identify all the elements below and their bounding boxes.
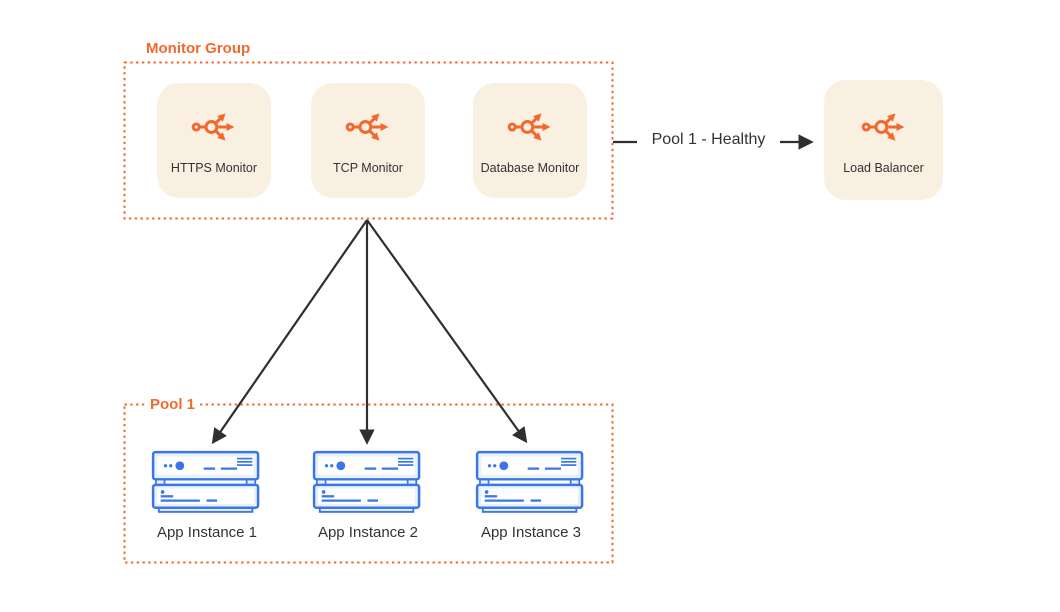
monitor-group-title: Monitor Group: [146, 40, 251, 57]
node-label: App Instance 2: [317, 524, 419, 541]
node-app-instance-3: App Instance 3: [451, 450, 611, 541]
edge-monitorgroup-to-instance3: [366, 219, 528, 444]
node-database-monitor: Database Monitor: [473, 83, 587, 198]
monitor-group-border: [123, 61, 614, 220]
load-balancer-icon: [345, 106, 391, 148]
node-app-instance-2: App Instance 2: [288, 450, 448, 541]
node-label: App Instance 1: [156, 524, 258, 541]
node-app-instance-1: App Instance 1: [127, 450, 287, 541]
node-label: TCP Monitor: [333, 161, 403, 175]
node-label: Database Monitor: [480, 161, 580, 175]
server-icon: [150, 450, 265, 513]
node-https-monitor: HTTPS Monitor: [157, 83, 271, 198]
load-balancer-icon: [507, 106, 553, 148]
node-label: HTTPS Monitor: [170, 161, 258, 175]
load-balancer-icon: [861, 106, 907, 148]
load-balancer-icon: [191, 106, 237, 148]
pool-group-title: Pool 1: [145, 396, 201, 413]
node-load-balancer: Load Balancer: [824, 80, 943, 200]
node-label: Load Balancer: [843, 160, 924, 175]
pool-group-border: [123, 403, 614, 564]
node-tcp-monitor: TCP Monitor: [311, 83, 425, 198]
server-icon: [311, 450, 426, 513]
node-label: App Instance 3: [480, 524, 582, 541]
server-icon: [474, 450, 589, 513]
edge-label-pool1-healthy: Pool 1 - Healthy: [637, 131, 780, 149]
edge-monitorgroup-to-instance1: [211, 219, 368, 445]
